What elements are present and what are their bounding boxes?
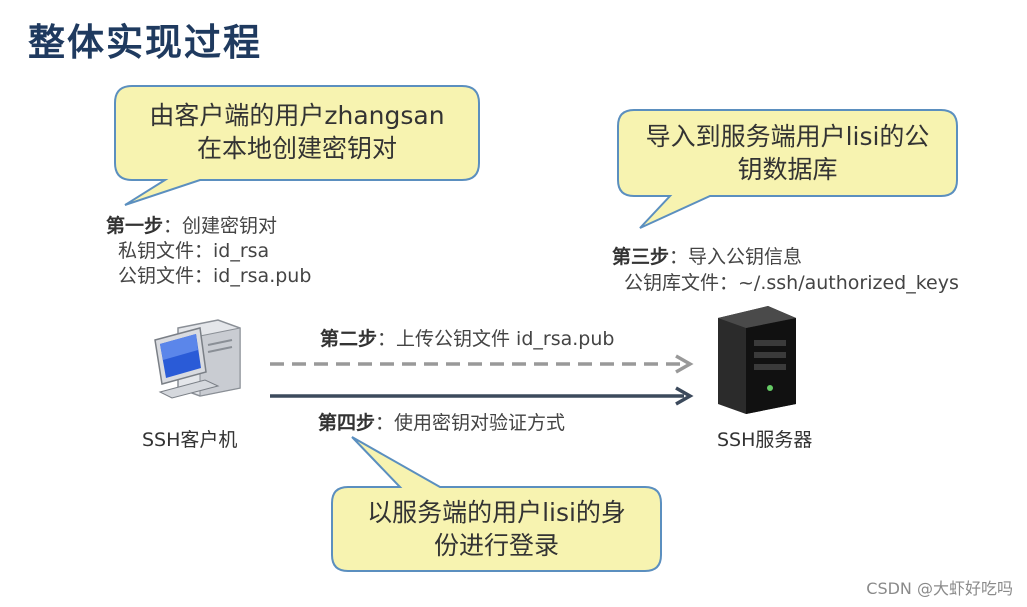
callout-client-create: 由客户端的用户zhangsan 在本地创建密钥对 (115, 99, 479, 165)
callout-login-shape (331, 436, 662, 572)
step4-label: 第四步 (318, 412, 376, 434)
server-label: SSH服务器 (717, 429, 813, 451)
step2-text: ：上传公钥文件 id_rsa.pub (377, 328, 615, 350)
step3-keystore: 公钥库文件：~/.ssh/authorized_keys (624, 272, 959, 294)
callout-server-import-line1: 导入到服务端用户lisi的公 (645, 122, 930, 151)
callout-login-line2: 份进行登录 (433, 531, 559, 560)
callout-client-create-shape (114, 85, 480, 206)
upload-dashed-arrowhead (675, 354, 694, 374)
callout-server-import-shape (617, 109, 958, 229)
callout-login-line1: 以服务端的用户lisi的身 (367, 498, 626, 527)
callout-server-import: 导入到服务端用户lisi的公 钥数据库 (618, 120, 957, 186)
callout-client-create-line2: 在本地创建密钥对 (196, 134, 397, 163)
step1-private-key: 私钥文件：id_rsa (118, 240, 270, 262)
step1-heading: 第一步：创建密钥对 (106, 211, 277, 238)
step1-public-key: 公钥文件：id_rsa.pub (118, 265, 312, 287)
callout-server-import-line2: 钥数据库 (737, 155, 838, 184)
login-solid-arrowhead (675, 386, 694, 406)
step1-label: 第一步 (106, 215, 164, 237)
step3-label: 第三步 (612, 246, 670, 268)
callout-login: 以服务端的用户lisi的身 份进行登录 (332, 496, 661, 562)
server-icon (718, 306, 796, 414)
step3-text: ：导入公钥信息 (669, 246, 803, 268)
page-title: 整体实现过程 (28, 21, 262, 64)
step2-heading: 第二步：上传公钥文件 id_rsa.pub (320, 324, 614, 351)
step4-text: ：使用密钥对验证方式 (375, 412, 566, 434)
step4-heading: 第四步：使用密钥对验证方式 (318, 408, 565, 435)
watermark: CSDN @大虾好吃吗 (866, 579, 1013, 598)
client-label: SSH客户机 (142, 429, 238, 451)
step1-text: ：创建密钥对 (163, 215, 278, 237)
step3-heading: 第三步：导入公钥信息 (612, 242, 802, 269)
client-computer-icon (154, 319, 241, 399)
step2-label: 第二步 (320, 328, 378, 350)
callout-client-create-line1: 由客户端的用户zhangsan (149, 101, 445, 130)
